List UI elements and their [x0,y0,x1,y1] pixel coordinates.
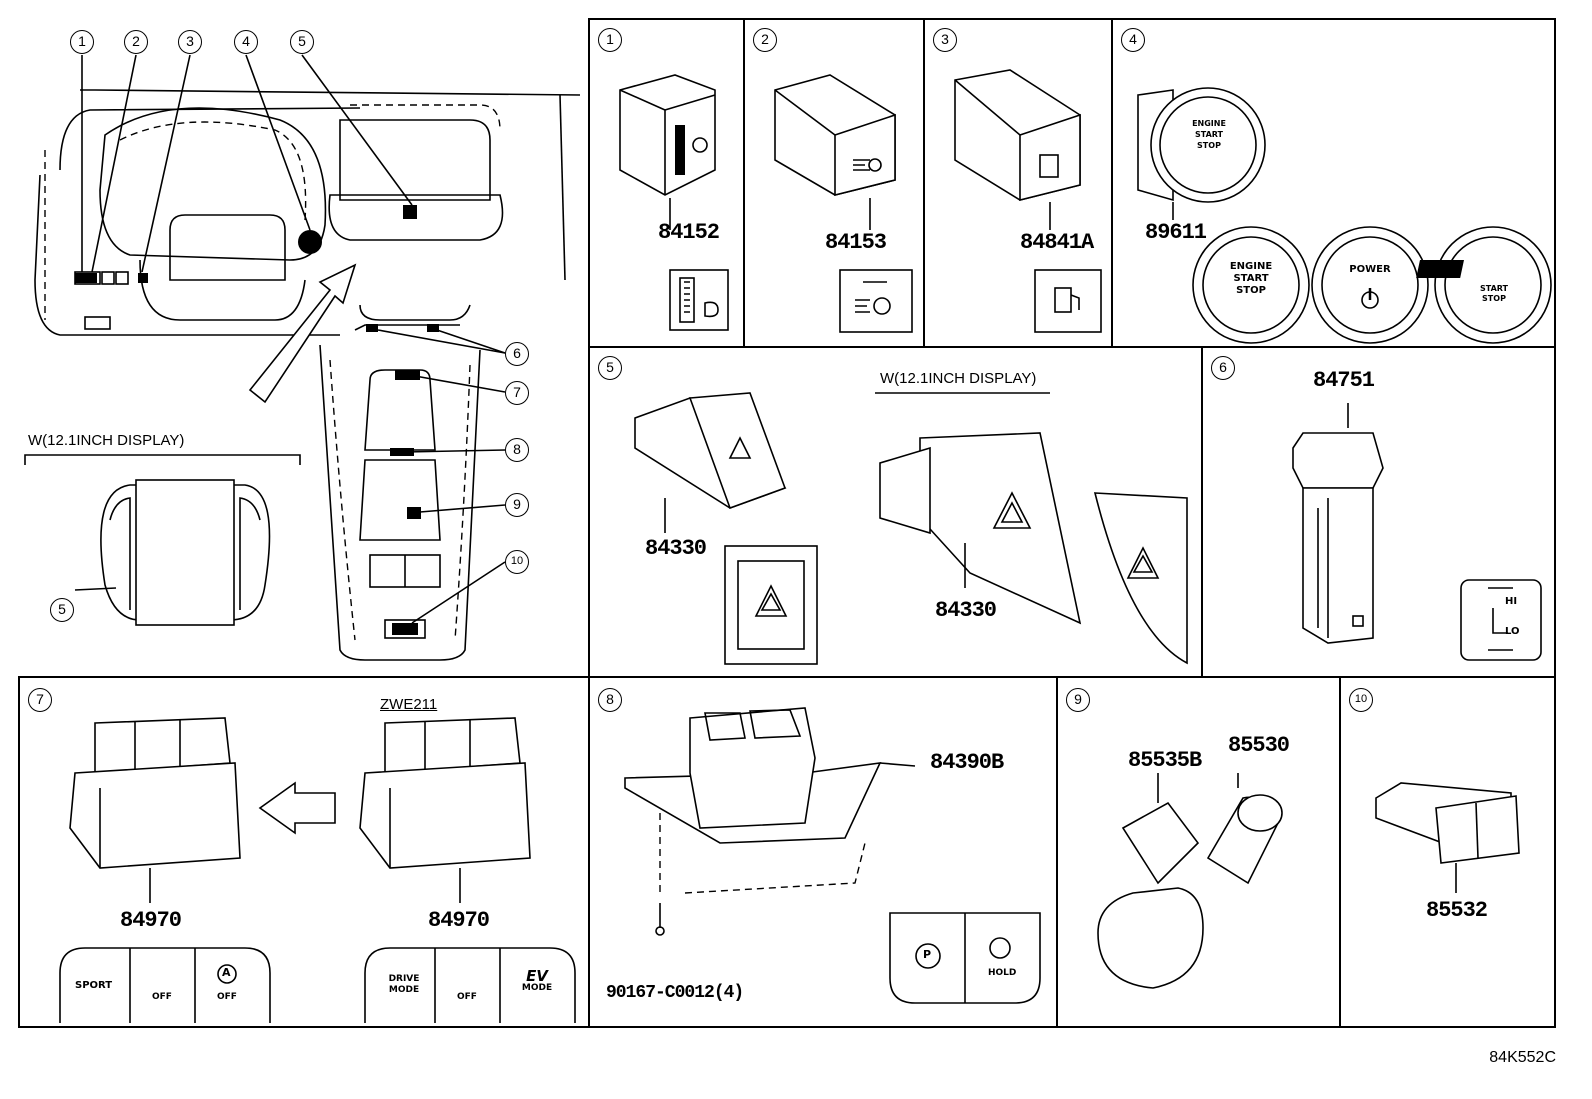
hazard-switch-drawing [634,392,1188,665]
part-number-84152: 84152 [658,220,720,245]
power-outlet-drawing [1097,773,1283,989]
panel-1: 1 84152 [588,18,745,348]
panel-5: 5 84330 W(12.1INCH DISPLAY) 84330 [588,346,1203,678]
hold-label: HOLD [988,968,1017,978]
drive-mode-switches-drawing [59,717,576,1023]
panel-3: 3 84841A [923,18,1113,348]
callout-3: 3 [178,30,202,54]
panel-3-number: 3 [933,28,957,52]
parking-brake-switch-drawing [624,707,1041,1004]
seat-heater-hi-label: HI [1505,596,1518,607]
gr-logo-mark: GR [1484,260,1506,275]
part-number-84330-right: 84330 [935,598,997,623]
panel-8-number: 8 [598,688,622,712]
panel-10-number: 10 [1349,688,1373,712]
seat-heater-lo-label: LO [1505,626,1520,637]
part-number-85535b: 85535B [1128,748,1202,773]
panel-7: 7 ZWE211 84970 84970 SPORT OFF A OFF DRI… [18,676,590,1028]
callout-7: 7 [505,381,529,405]
switch-84153-drawing [774,74,913,333]
document-code: 84K552C [1489,1049,1556,1066]
sport-label: SPORT [75,980,113,991]
callout-9: 9 [505,493,529,517]
panel-7-number: 7 [28,688,52,712]
panel-2: 2 84153 [743,18,925,348]
part-number-84841a: 84841A [1020,230,1094,255]
part-number-85530: 85530 [1228,733,1290,758]
part-number-84330-left: 84330 [645,536,707,561]
a-mark: A [222,966,231,979]
panel-2-number: 2 [753,28,777,52]
callout-6: 6 [505,342,529,366]
callout-5: 5 [290,30,314,54]
overview-diagram: 1 2 3 4 5 6 7 8 9 10 W(12.1INCH DISPLAY)… [20,20,585,675]
variant-zwe211: ZWE211 [380,696,438,713]
start-buttons-drawing [1137,87,1552,344]
callout-1: 1 [70,30,94,54]
part-number-85532: 85532 [1426,898,1488,923]
usb-switch-drawing [1375,782,1520,893]
ev-mode-label: EV MODE [521,967,553,994]
p-mark: P [923,948,932,961]
callout-10: 10 [505,550,529,574]
panel-8: 8 84390B 90167-C0012(4) P HOLD [588,676,1058,1028]
part-number-84751: 84751 [1313,368,1375,393]
display-note-panel-5: W(12.1INCH DISPLAY) [880,370,1037,387]
panel-6-number: 6 [1211,356,1235,380]
part-number-84970-left: 84970 [120,908,182,933]
switch-84152-drawing [619,74,729,331]
panel-6: 6 84751 HI LO [1201,346,1556,678]
trac-off-label: OFF [152,992,172,1002]
callout-2: 2 [124,30,148,54]
switch-84841a-drawing [954,69,1102,333]
part-number-84390b: 84390B [930,750,1004,775]
seat-heater-switch-drawing [1292,403,1542,661]
trac-off-label-right: OFF [457,992,477,1002]
callout-4: 4 [234,30,258,54]
dashboard-line-art [24,54,581,661]
display-note-overview: W(12.1INCH DISPLAY) [28,432,185,449]
panel-10: 10 85532 [1339,676,1556,1028]
display-callout-5: 5 [50,598,74,622]
callout-8: 8 [505,438,529,462]
panel-9-number: 9 [1066,688,1090,712]
auto-stop-off-label: OFF [217,992,237,1002]
part-number-84153: 84153 [825,230,887,255]
panel-1-number: 1 [598,28,622,52]
part-number-89611: 89611 [1145,220,1207,245]
panel-4-number: 4 [1121,28,1145,52]
panel-9: 9 85535B 85530 [1056,676,1341,1028]
button-power: POWER [1349,264,1391,275]
bolt-part-number: 90167-C0012(4) [606,983,744,1003]
part-number-84970-right: 84970 [428,908,490,933]
panel-5-number: 5 [598,356,622,380]
